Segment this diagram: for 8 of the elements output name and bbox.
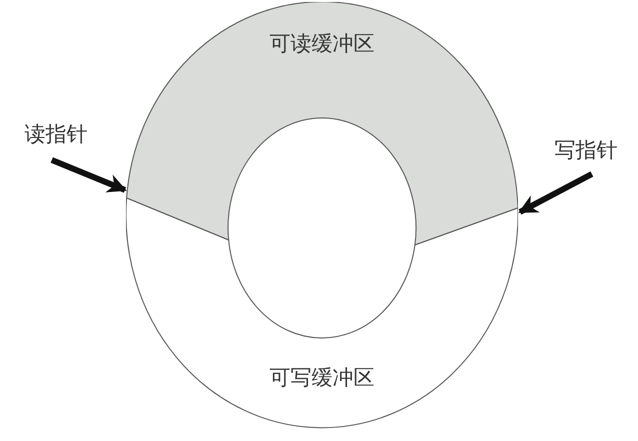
pointer-label: 读指针	[14, 120, 98, 160]
region-label: 可写缓冲区	[270, 365, 374, 392]
pointer-arrow	[50, 157, 127, 193]
pointer-arrow	[518, 171, 594, 215]
pointer-label: 写指针	[544, 136, 628, 174]
buffer-region	[126, 198, 518, 429]
buffer-region	[126, 2, 518, 245]
region-label: 可读缓冲区	[270, 31, 374, 58]
